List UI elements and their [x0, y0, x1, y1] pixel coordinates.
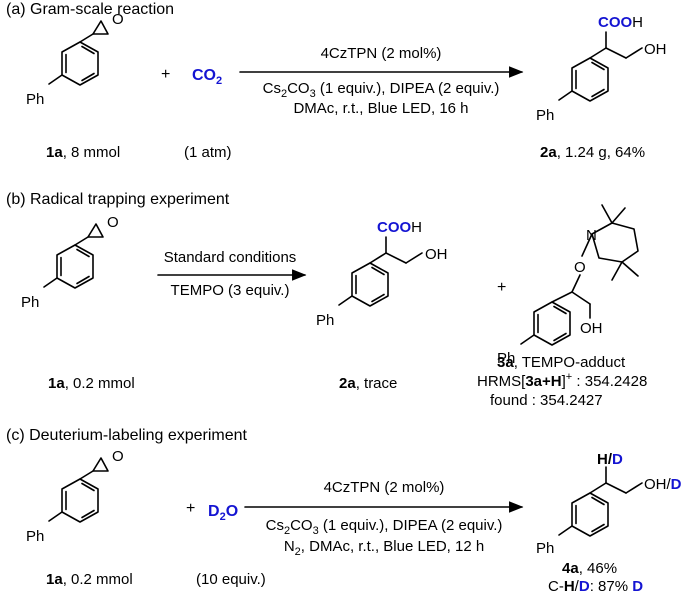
hrms-line: HRMS[3a+H]+ : 354.2428: [477, 371, 647, 390]
deuterium-ratio: C-H/D: 87% D: [548, 578, 643, 594]
co2-label: CO2: [192, 67, 222, 87]
found-line: found : 354.2427: [490, 392, 603, 409]
sm-a-structure: O: [48, 11, 124, 86]
epoxide-o-label: O: [112, 11, 124, 28]
section-a: (a) Gram-scale reaction O Ph + CO2 4CzTP…: [6, 1, 667, 161]
plus-sign-a: +: [161, 66, 170, 83]
conditions-c-line1: 4CzTPN (2 mol%): [324, 479, 445, 496]
ph-label-4a: Ph: [536, 540, 554, 557]
sm-b-structure: O: [43, 214, 119, 289]
epoxide-o-label-b: O: [107, 214, 119, 231]
conditions-c-line2: Cs2CO3 (1 equiv.), DIPEA (2 equiv.): [266, 517, 503, 537]
oh-label-b: OH: [425, 246, 448, 263]
sm-b-caption: 1a, 0.2 mmol: [48, 375, 135, 392]
oh-label-a: OH: [644, 41, 667, 58]
adduct-o-label: O: [574, 259, 586, 276]
sm-c-caption: 1a, 0.2 mmol: [46, 571, 133, 588]
section-a-title: (a) Gram-scale reaction: [6, 1, 174, 18]
product-2a-caption: 2a, 1.24 g, 64%: [540, 144, 645, 161]
product-2a-b-caption: 2a, trace: [339, 375, 397, 392]
section-b: (b) Radical trapping experiment O Ph Sta…: [6, 191, 647, 409]
conditions-a-line2: Cs2CO3 (1 equiv.), DIPEA (2 equiv.): [263, 80, 500, 100]
tempo-adduct-structure: [551, 204, 639, 319]
sm-a-caption: 1a, 8 mmol: [46, 144, 120, 161]
cooh-label-b: COOH: [377, 219, 422, 236]
d2o-note: (10 equiv.): [196, 571, 266, 588]
product-2a-b-structure: [338, 236, 423, 307]
ph-label-c: Ph: [26, 528, 44, 545]
co2-note: (1 atm): [184, 144, 232, 161]
product-4a-structure: [558, 466, 643, 537]
plus-sign-c: +: [186, 500, 195, 517]
conditions-c-line3: N2, DMAc, r.t., Blue LED, 12 h: [284, 538, 484, 558]
cooh-label-a: COOH: [598, 14, 643, 31]
hd-label-4a: H/D: [597, 451, 623, 468]
section-b-title: (b) Radical trapping experiment: [6, 191, 230, 208]
ph-label-b: Ph: [21, 294, 39, 311]
section-c-title: (c) Deuterium-labeling experiment: [6, 427, 248, 444]
adduct-n-label: N: [586, 227, 597, 244]
product-2a-structure: [558, 31, 643, 102]
ph-label-a: Ph: [26, 91, 44, 108]
ohd-label-4a: OH/D: [644, 476, 682, 493]
ph-label-2a: Ph: [536, 107, 554, 124]
tempo-adduct-aryl: [520, 301, 571, 346]
ph-label-3a: Ph: [497, 350, 515, 367]
d2o-label: D2O: [208, 503, 238, 523]
adduct-oh-label: OH: [580, 320, 603, 337]
conditions-a-line3: DMAc, r.t., Blue LED, 16 h: [293, 100, 468, 117]
sm-c-structure: O: [48, 448, 124, 523]
conditions-b-line1: Standard conditions: [164, 249, 297, 266]
product-4a-caption: 4a, 46%: [562, 560, 617, 577]
adduct-caption: 3a, TEMPO-adduct: [497, 354, 626, 371]
plus-sign-b: +: [497, 279, 506, 296]
ph-label-2a-b: Ph: [316, 312, 334, 329]
epoxide-o-label-c: O: [112, 448, 124, 465]
conditions-a-line1: 4CzTPN (2 mol%): [321, 45, 442, 62]
section-c: (c) Deuterium-labeling experiment O Ph +…: [6, 427, 682, 594]
conditions-b-line2: TEMPO (3 equiv.): [171, 282, 290, 299]
